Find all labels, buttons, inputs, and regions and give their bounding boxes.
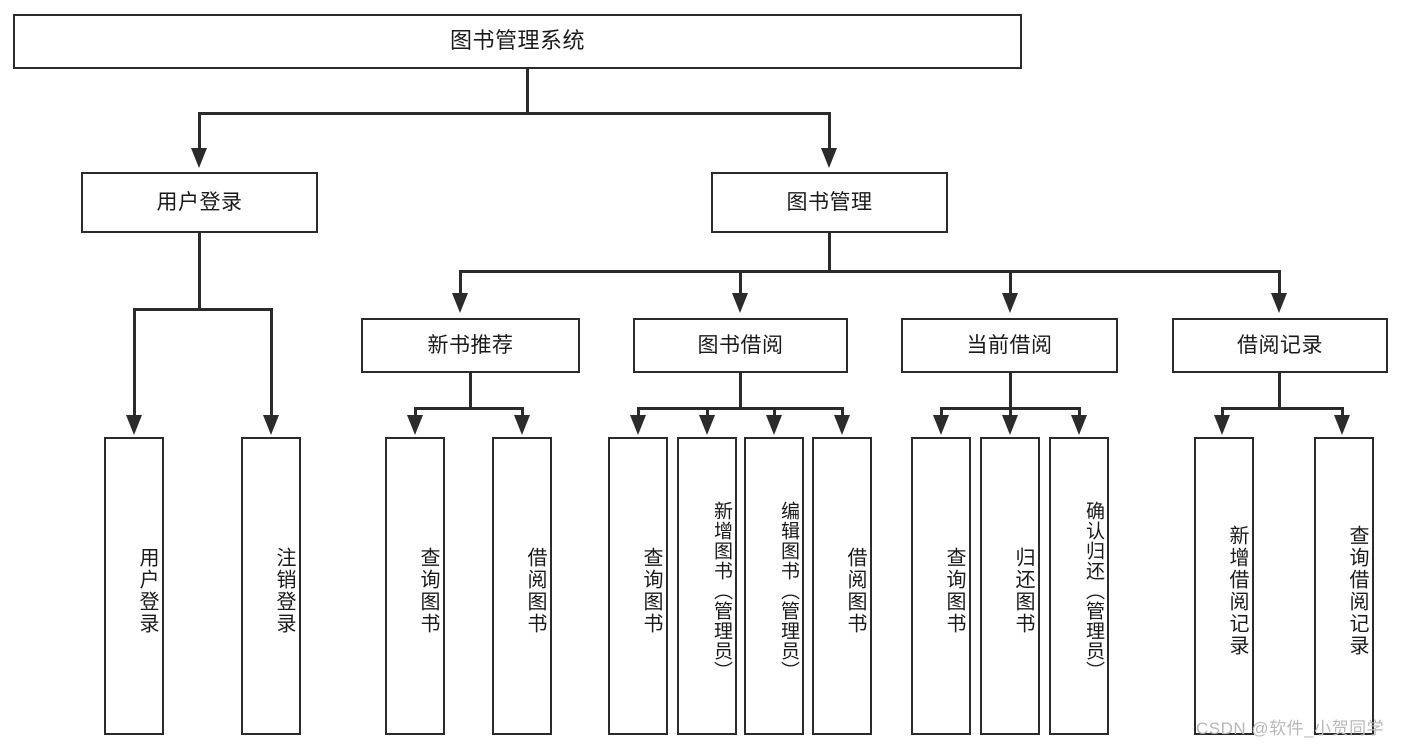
- node-book-manage[interactable]: 图书管理: [711, 172, 948, 233]
- connector-borrow-drop-2: [706, 407, 709, 419]
- node-label: 图书借阅: [697, 333, 784, 357]
- node-new-book-recommend[interactable]: 新书推荐: [361, 318, 580, 373]
- arrow-to-leaf-borrow-book-1: [514, 415, 530, 435]
- connector-recommend-bus: [414, 407, 524, 410]
- node-label: 用户登录: [156, 190, 243, 214]
- node-label: 确认归还（管理员）: [1083, 501, 1104, 681]
- leaf-query-record[interactable]: 查询借阅记录: [1314, 437, 1374, 735]
- connector-record-drop-2: [1341, 407, 1344, 419]
- leaf-add-book[interactable]: 新增图书（管理员）: [677, 437, 737, 735]
- node-borrow-record[interactable]: 借阅记录: [1172, 318, 1388, 373]
- connector-record-bus: [1221, 407, 1343, 410]
- connector-borrow-bus: [637, 407, 843, 410]
- connector-record-stem: [1278, 373, 1281, 409]
- node-label: 查询借阅记录: [1346, 525, 1368, 657]
- node-label: 编辑图书（管理员）: [778, 501, 799, 681]
- node-label: 归还图书: [1012, 547, 1034, 635]
- arrow-to-leaf-add-record: [1214, 415, 1230, 435]
- node-label: 借阅图书: [844, 547, 866, 635]
- leaf-query-book-3[interactable]: 查询图书: [911, 437, 971, 735]
- connector-user-login-drop-1: [133, 308, 136, 417]
- node-label: 新增图书（管理员）: [711, 501, 732, 681]
- node-label: 新增借阅记录: [1226, 525, 1248, 657]
- leaf-add-record[interactable]: 新增借阅记录: [1194, 437, 1254, 735]
- arrow-to-new-book-recommend: [452, 293, 468, 313]
- node-label: 新书推荐: [427, 333, 514, 357]
- connector-level1-drop-1: [198, 112, 201, 150]
- connector-borrow-drop-4: [841, 407, 844, 419]
- leaf-borrow-book-1[interactable]: 借阅图书: [492, 437, 552, 735]
- leaf-logout-login[interactable]: 注销登录: [241, 437, 301, 735]
- leaf-edit-book[interactable]: 编辑图书（管理员）: [744, 437, 804, 735]
- connector-borrow-drop-3: [773, 407, 776, 419]
- connector-root-stem: [526, 69, 529, 114]
- connector-level2-drop-1: [459, 270, 462, 295]
- node-label: 图书管理: [786, 190, 873, 214]
- arrow-to-leaf-borrow-book-2: [834, 415, 850, 435]
- node-label: 图书管理系统: [449, 28, 585, 54]
- connector-level2-bus: [459, 270, 1278, 273]
- node-label: 借阅图书: [524, 547, 546, 635]
- connector-current-stem: [1009, 373, 1012, 409]
- node-label: 当前借阅: [966, 333, 1053, 357]
- connector-user-login-stem: [198, 233, 201, 310]
- node-label: 借阅记录: [1237, 333, 1323, 357]
- leaf-user-login[interactable]: 用户登录: [104, 437, 164, 735]
- arrow-to-leaf-return-book: [1002, 415, 1018, 435]
- connector-recommend-stem: [469, 373, 472, 409]
- connector-level2-drop-4: [1278, 270, 1281, 295]
- connector-current-drop-3: [1078, 407, 1081, 419]
- arrow-to-leaf-confirm-return: [1071, 415, 1087, 435]
- node-label: 用户登录: [136, 547, 158, 635]
- connector-level1-drop-2: [828, 112, 831, 150]
- node-label: 查询图书: [640, 547, 662, 635]
- node-label: 查询图书: [417, 547, 439, 635]
- connector-level1-bus: [198, 112, 830, 115]
- connector-borrow-stem: [739, 373, 742, 409]
- connector-level2-drop-3: [1009, 270, 1012, 295]
- leaf-query-book-1[interactable]: 查询图书: [385, 437, 445, 735]
- connector-user-login-bus: [133, 308, 272, 311]
- arrow-to-leaf-query-book-3: [933, 415, 949, 435]
- arrow-to-leaf-query-book-2: [630, 415, 646, 435]
- leaf-borrow-book-2[interactable]: 借阅图书: [812, 437, 872, 735]
- node-label: 查询图书: [943, 547, 965, 635]
- connector-book-manage-stem: [828, 233, 831, 272]
- connector-recommend-drop-2: [521, 407, 524, 419]
- arrow-to-leaf-add-book: [699, 415, 715, 435]
- leaf-return-book[interactable]: 归还图书: [980, 437, 1040, 735]
- connector-current-drop-2: [1009, 407, 1012, 419]
- connector-user-login-drop-2: [270, 308, 273, 417]
- node-user-login[interactable]: 用户登录: [81, 172, 318, 233]
- arrow-to-leaf-user-login: [126, 415, 142, 435]
- node-label: 注销登录: [273, 547, 295, 635]
- arrow-to-book-borrow: [732, 293, 748, 313]
- node-book-borrow[interactable]: 图书借阅: [633, 318, 848, 373]
- arrow-to-leaf-query-book-1: [407, 415, 423, 435]
- arrow-to-leaf-logout-login: [263, 415, 279, 435]
- node-current-borrow[interactable]: 当前借阅: [901, 318, 1118, 373]
- connector-current-drop-1: [940, 407, 943, 419]
- arrow-to-book-manage: [821, 148, 837, 168]
- arrow-to-current-borrow: [1002, 293, 1018, 313]
- leaf-query-book-2[interactable]: 查询图书: [608, 437, 668, 735]
- arrow-to-borrow-record: [1271, 293, 1287, 313]
- connector-recommend-drop-1: [414, 407, 417, 419]
- connector-borrow-drop-1: [637, 407, 640, 419]
- connector-level2-drop-2: [739, 270, 742, 295]
- arrow-to-leaf-edit-book: [766, 415, 782, 435]
- leaf-confirm-return[interactable]: 确认归还（管理员）: [1049, 437, 1109, 735]
- node-root-system[interactable]: 图书管理系统: [13, 14, 1022, 69]
- arrow-to-user-login: [191, 148, 207, 168]
- arrow-to-leaf-query-record: [1334, 415, 1350, 435]
- connector-record-drop-1: [1221, 407, 1224, 419]
